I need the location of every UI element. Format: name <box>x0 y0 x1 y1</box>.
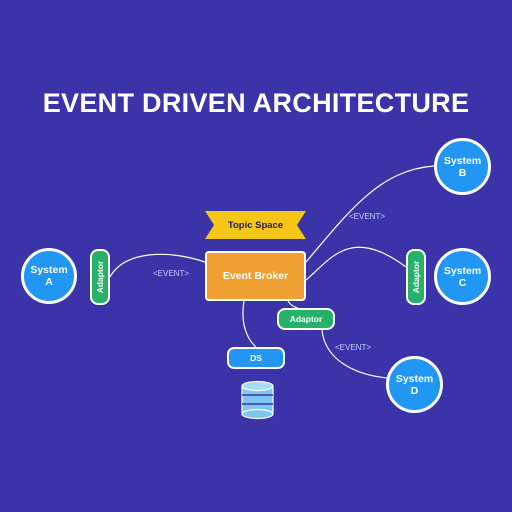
adaptor-right[interactable]: Adaptor <box>406 249 426 305</box>
adaptor-right-label: Adaptor <box>411 260 421 294</box>
adaptor-bottom[interactable]: Adaptor <box>277 308 335 330</box>
connector-broker-to-adaptor-c <box>305 246 407 281</box>
system-a-label: System <box>30 264 68 276</box>
system-b-letter: B <box>458 166 467 179</box>
topic-space-label: Topic Space <box>227 219 284 231</box>
data-store[interactable]: DS <box>227 347 285 369</box>
adaptor-left[interactable]: Adaptor <box>90 249 110 305</box>
connector-broker-to-system-b <box>305 165 435 263</box>
system-d[interactable]: System D <box>386 356 443 413</box>
system-c-letter: C <box>458 276 467 289</box>
connector-broker-to-ds <box>242 300 257 348</box>
adaptor-left-label: Adaptor <box>95 260 105 294</box>
system-c-label: System <box>443 264 482 277</box>
topic-space-ribbon <box>205 211 306 239</box>
connector-adaptor-a-to-broker <box>109 253 206 278</box>
page-title: EVENT DRIVEN ARCHITECTURE <box>42 88 470 118</box>
system-d-label: System <box>395 372 434 385</box>
database-icon <box>241 380 274 420</box>
event-broker[interactable]: Event Broker <box>205 251 306 301</box>
system-b-label: System <box>443 154 482 167</box>
event-label-bottom-right: <EVENT> <box>335 343 372 352</box>
system-c[interactable]: System C <box>434 248 491 305</box>
system-b[interactable]: System B <box>434 138 491 195</box>
system-a[interactable]: System A <box>21 248 77 304</box>
system-a-letter: A <box>45 276 53 288</box>
connector-adaptor-to-system-d <box>321 329 389 379</box>
system-d-letter: D <box>410 384 419 397</box>
event-label-top-right: <EVENT> <box>349 212 386 221</box>
event-label-left: <EVENT> <box>153 269 190 278</box>
